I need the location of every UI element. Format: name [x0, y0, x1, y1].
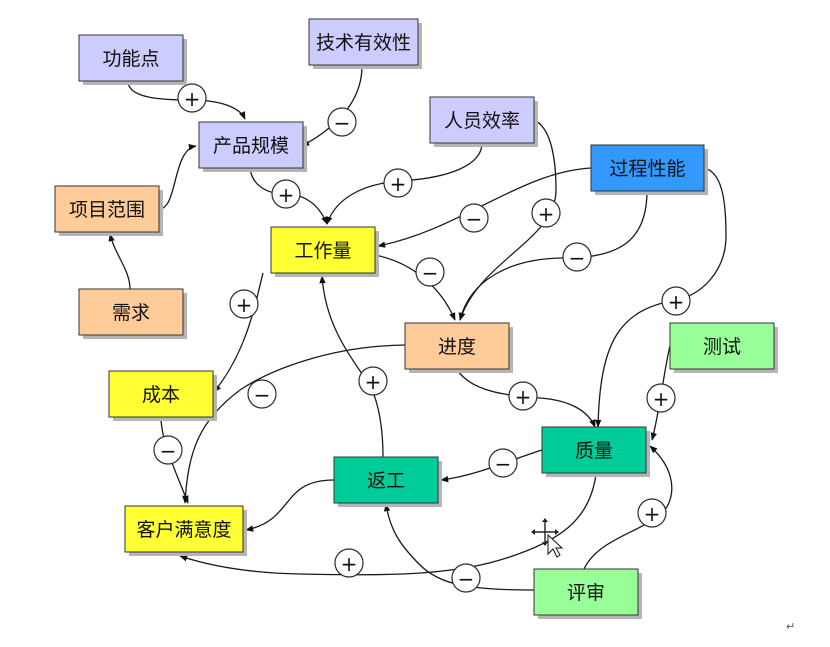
node-function-points: 功能点	[78, 34, 187, 85]
svg-text:+: +	[278, 183, 295, 207]
node-tech-effectiveness: 技术有效性	[308, 18, 422, 69]
edge-tech-effectiveness-to-product-size	[301, 65, 363, 147]
edge-sign-review-to-quality: +	[637, 498, 667, 528]
svg-text:+: +	[653, 387, 670, 411]
edge-requirements-to-project-scope	[108, 233, 131, 290]
svg-text:+: +	[236, 293, 253, 317]
node-label: 技术有效性	[316, 32, 411, 54]
edge-signs: +−++−+−−+++−−+−++−+	[153, 83, 691, 593]
edge-workload-to-schedule	[374, 254, 456, 321]
edge-sign-schedule-to-customer-satisfaction: −	[247, 379, 277, 409]
svg-text:−: −	[569, 246, 586, 270]
edge-sign-workload-to-schedule: −	[415, 257, 445, 287]
node-label: 进度	[438, 336, 476, 358]
node-label: 客户满意度	[136, 519, 231, 541]
node-label: 评审	[567, 582, 605, 604]
edge-schedule-to-quality	[456, 368, 596, 428]
svg-text:+: +	[515, 385, 532, 409]
node-label: 成本	[142, 384, 180, 406]
svg-text:+: +	[538, 202, 555, 226]
edge-sign-quality-to-rework: −	[488, 448, 518, 478]
svg-text:+: +	[365, 370, 382, 394]
mouse-cursor-icon	[531, 518, 564, 558]
edge-review-to-quality	[583, 445, 673, 570]
edge-sign-product-size-to-workload: +	[271, 179, 301, 209]
node-quality: 质量	[541, 426, 650, 477]
edge-sign-process-performance-to-workload: −	[459, 203, 489, 233]
node-customer-satisfaction: 客户满意度	[124, 505, 247, 556]
node-requirements: 需求	[78, 288, 187, 339]
node-project-scope: 项目范围	[54, 185, 163, 236]
svg-text:+: +	[390, 172, 407, 196]
edge-workload-to-cost	[213, 272, 264, 393]
svg-text:−: −	[334, 111, 351, 135]
edge-schedule-to-customer-satisfaction	[182, 344, 406, 504]
node-schedule: 进度	[404, 322, 513, 373]
svg-text:−: −	[254, 383, 271, 407]
edge-sign-workload-to-cost: +	[229, 289, 259, 319]
edges	[108, 65, 727, 591]
node-label: 项目范围	[69, 199, 145, 221]
node-label: 人员效率	[444, 110, 520, 132]
edge-sign-staff-efficiency-to-schedule: +	[531, 198, 561, 228]
node-label: 过程性能	[609, 158, 685, 180]
edge-sign-function-points-to-product-size: +	[177, 83, 207, 113]
node-label: 产品规模	[213, 135, 289, 157]
node-label: 质量	[575, 440, 613, 462]
node-testing: 测试	[669, 322, 778, 373]
svg-text:+: +	[341, 552, 358, 576]
edge-sign-schedule-to-quality: +	[508, 381, 538, 411]
svg-text:−: −	[466, 207, 483, 231]
svg-text:−: −	[160, 439, 177, 463]
node-label: 返工	[367, 470, 405, 492]
node-rework: 返工	[333, 456, 442, 507]
node-staff-efficiency: 人员效率	[429, 96, 538, 147]
edge-project-scope-to-product-size	[158, 144, 197, 210]
edge-sign-review-to-rework: −	[451, 563, 481, 593]
node-label: 测试	[703, 336, 741, 358]
svg-text:+: +	[668, 290, 685, 314]
edge-sign-cost-to-customer-satisfaction: −	[153, 435, 183, 465]
node-review: 评审	[533, 568, 642, 619]
node-process-performance: 过程性能	[590, 144, 708, 195]
svg-text:−: −	[495, 452, 512, 476]
edge-sign-tech-effectiveness-to-product-size: −	[327, 107, 357, 137]
edge-sign-process-performance-to-schedule: −	[562, 242, 592, 272]
node-label: 功能点	[102, 48, 159, 70]
paragraph-mark-icon: ↵	[786, 620, 796, 633]
edge-sign-quality-to-customer-satisfaction: +	[334, 548, 364, 578]
node-product-size: 产品规模	[198, 121, 307, 172]
edge-process-performance-to-quality	[594, 167, 727, 428]
edge-sign-process-performance-to-quality: +	[661, 286, 691, 316]
edge-sign-staff-efficiency-to-workload: +	[383, 168, 413, 198]
edge-review-to-rework	[383, 503, 535, 591]
node-label: 工作量	[294, 240, 351, 262]
edge-sign-rework-to-workload: +	[358, 366, 388, 396]
svg-text:−: −	[422, 261, 439, 285]
edge-rework-to-customer-satisfaction	[245, 479, 335, 532]
edge-sign-testing-to-quality: +	[646, 383, 676, 413]
edge-quality-to-customer-satisfaction	[179, 473, 597, 576]
node-label: 需求	[112, 302, 150, 324]
svg-text:+: +	[644, 502, 661, 526]
node-workload: 工作量	[270, 226, 379, 277]
svg-text:−: −	[458, 567, 475, 591]
node-cost: 成本	[108, 370, 217, 421]
edge-process-performance-to-workload	[377, 167, 592, 248]
svg-text:+: +	[184, 87, 201, 111]
